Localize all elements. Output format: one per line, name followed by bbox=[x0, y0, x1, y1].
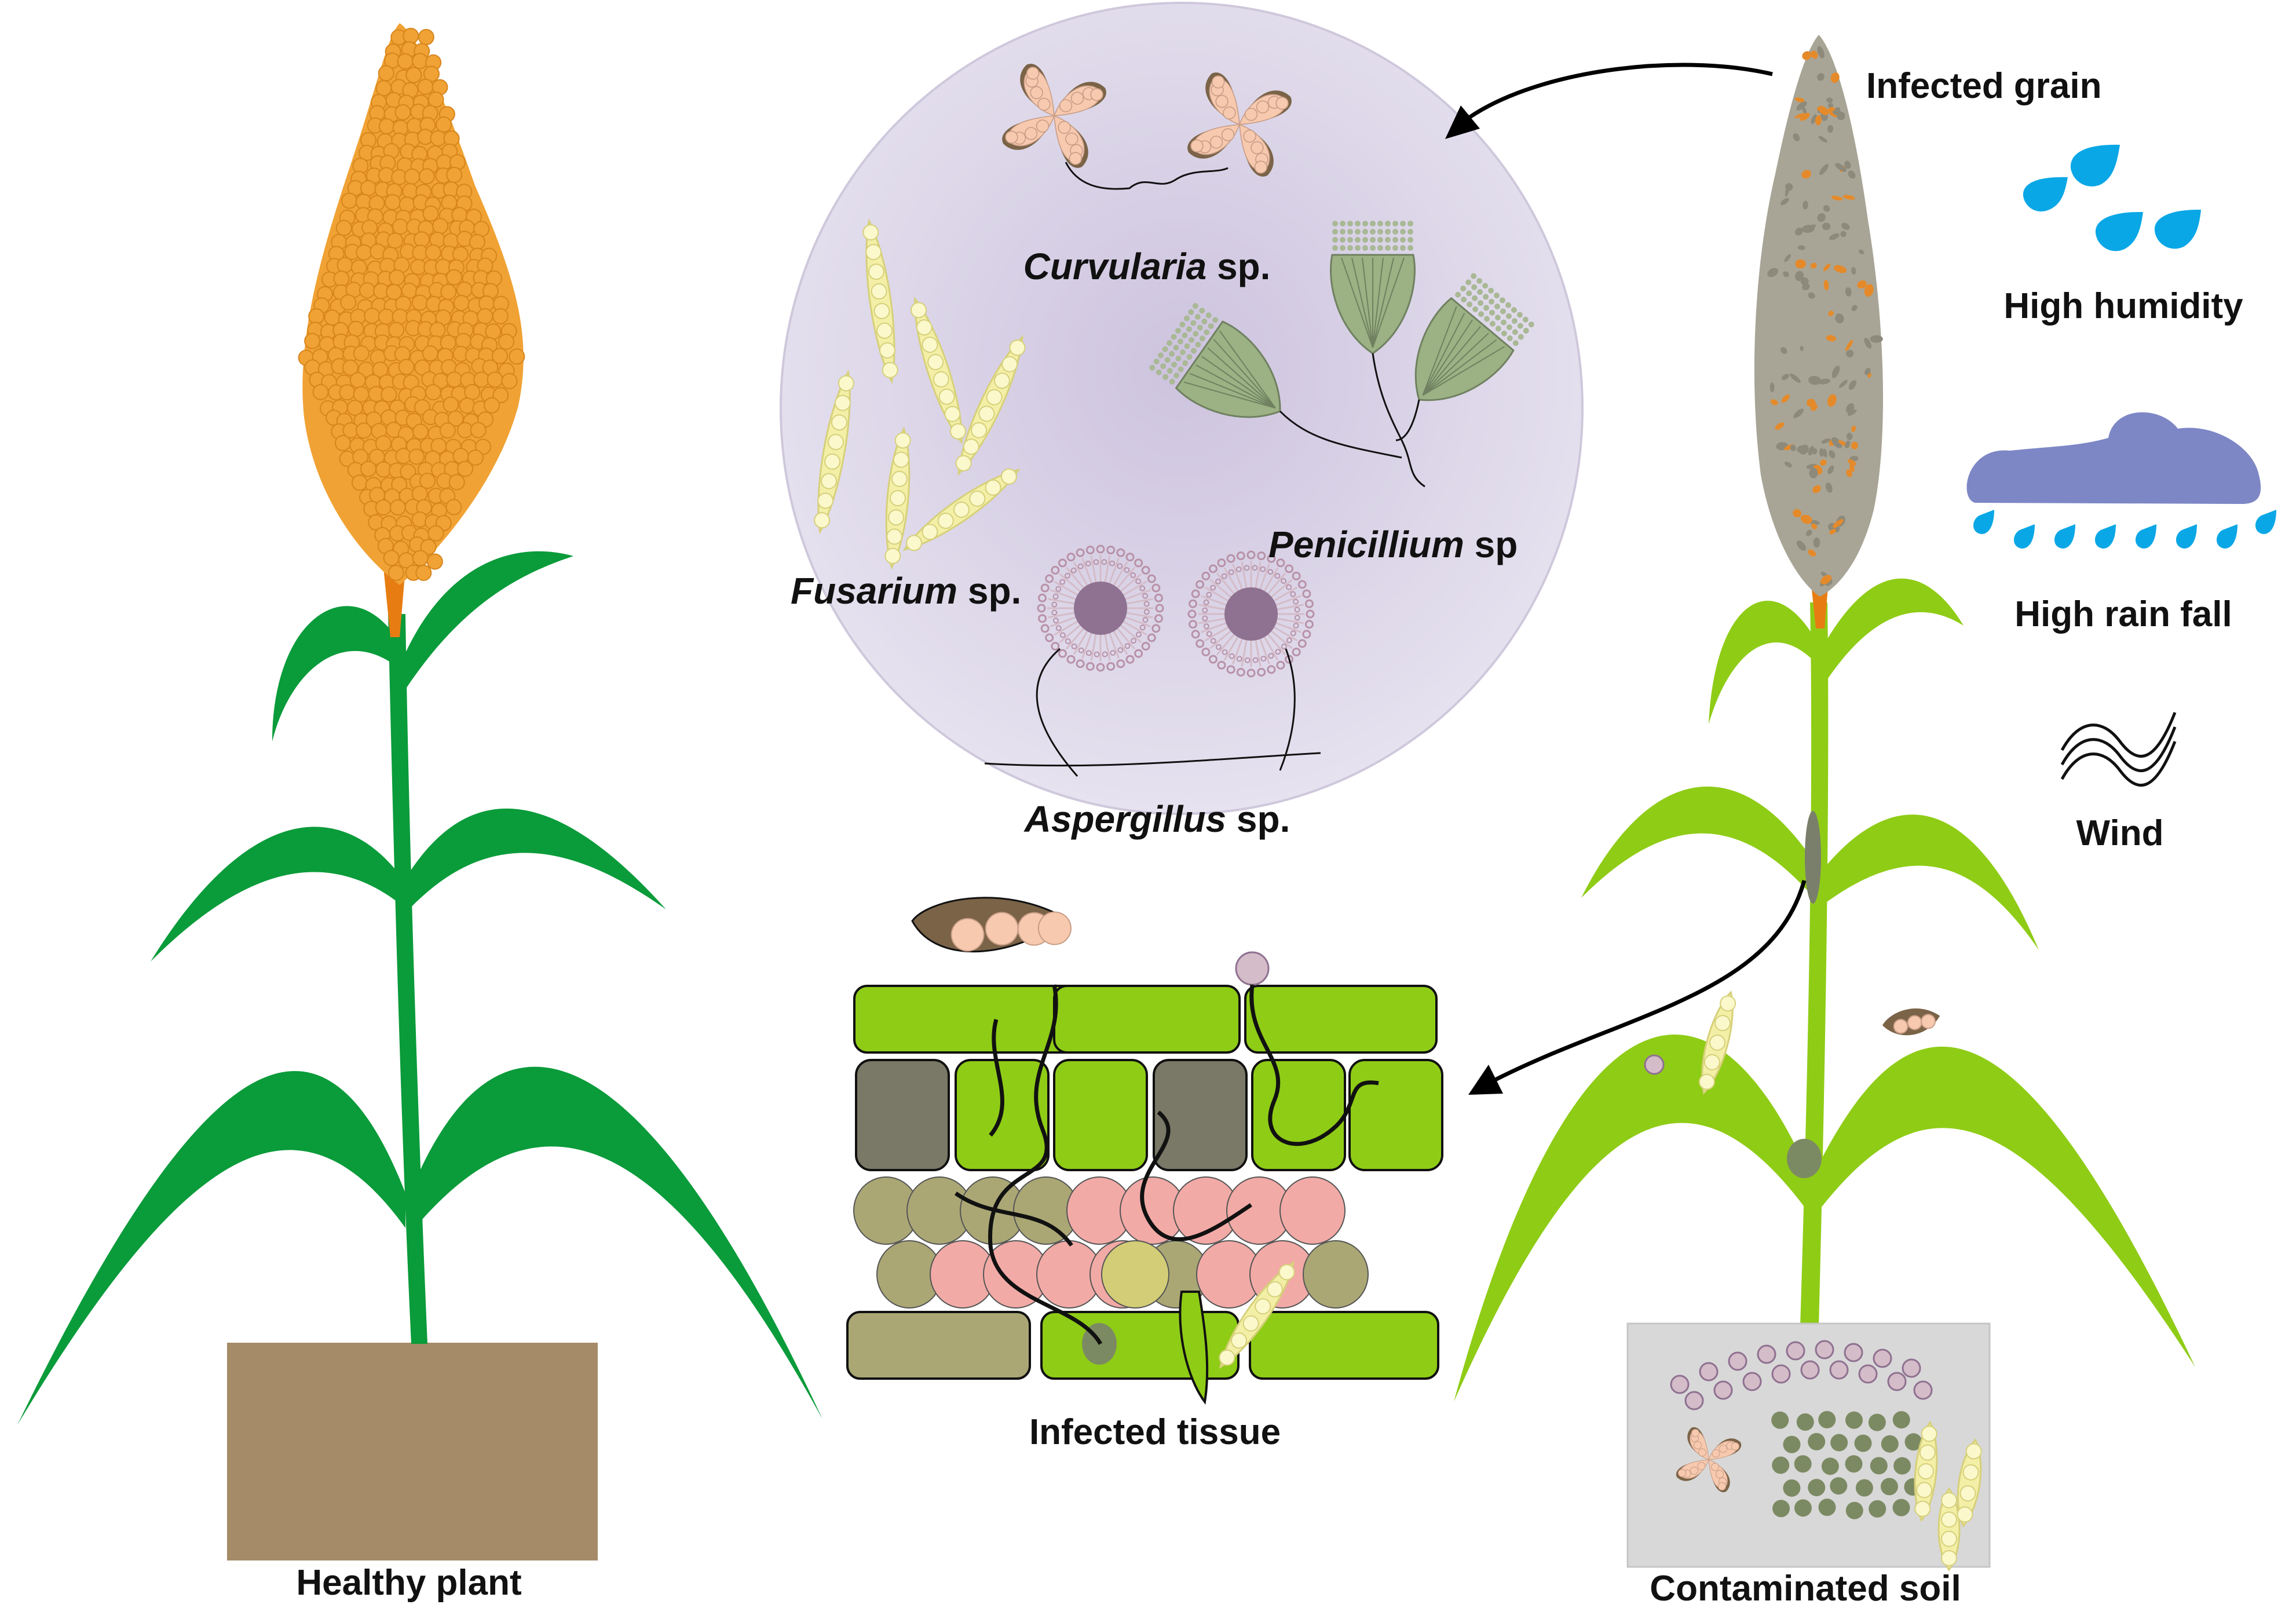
leaf-curvularia-spore bbox=[1882, 1008, 1940, 1036]
stem-lesion-lower bbox=[1787, 1139, 1822, 1178]
fusarium-label: Fusarium sp. bbox=[791, 572, 1021, 609]
healthy-plant bbox=[17, 23, 822, 1560]
leaf-spore-pink bbox=[1644, 1054, 1665, 1075]
arrow-to-fungi-head bbox=[1445, 105, 1480, 139]
leaf-fusarium-spore bbox=[1698, 990, 1736, 1095]
healthy-leaves bbox=[17, 551, 822, 1425]
soil-spores bbox=[1670, 1340, 1982, 1572]
wind-icon bbox=[2060, 712, 2177, 787]
arrow-to-tissue bbox=[1487, 880, 1807, 1086]
healthy-stem bbox=[388, 614, 427, 1344]
healthy-soil-pot bbox=[227, 1343, 598, 1560]
arrow-to-fungi bbox=[1458, 63, 1773, 126]
arrows bbox=[1445, 63, 1807, 1095]
aspergillus-label: Aspergillus sp. bbox=[1025, 801, 1290, 838]
fusarium-drawing bbox=[814, 218, 1026, 570]
arrow-to-tissue-head bbox=[1468, 1065, 1503, 1095]
healthy-panicle-stalk bbox=[383, 568, 405, 637]
curvularia-suffix: sp. bbox=[1207, 246, 1271, 287]
infected-plant bbox=[1454, 35, 2195, 1402]
wind-label: Wind bbox=[2076, 813, 2164, 853]
rain-cloud-icon bbox=[1966, 412, 2276, 549]
aspergillus-suffix: sp. bbox=[1226, 798, 1290, 840]
infected-tissue-label: Infected tissue bbox=[1029, 1412, 1281, 1452]
aspergillus-drawing bbox=[984, 544, 1321, 777]
infected-leaves bbox=[1454, 578, 2195, 1402]
fusarium-suffix: sp. bbox=[957, 570, 1022, 612]
penicillium-drawing bbox=[1149, 221, 1534, 488]
high-rain-fall-label: High rain fall bbox=[2015, 594, 2232, 634]
penicillium-suffix: sp bbox=[1464, 524, 1518, 565]
infected-stem bbox=[1800, 602, 1829, 1326]
healthy-plant-label: Healthy plant bbox=[296, 1563, 522, 1603]
infected-grain-speckles bbox=[1767, 46, 1883, 587]
stem-lesion-upper bbox=[1805, 811, 1821, 904]
curvularia-genus: Curvularia bbox=[1023, 246, 1207, 287]
fungi-circle bbox=[780, 2, 1584, 815]
curvularia-label: Curvularia sp. bbox=[1023, 248, 1271, 285]
contaminated-soil-label: Contaminated soil bbox=[1650, 1569, 1961, 1609]
fusarium-genus: Fusarium bbox=[791, 570, 958, 612]
curvularia-drawing bbox=[1002, 64, 1292, 190]
infected-tissue-drawing bbox=[846, 897, 1443, 1405]
humidity-icon bbox=[2023, 144, 2201, 251]
penicillium-label: Penicillium sp bbox=[1268, 526, 1518, 563]
healthy-grains bbox=[298, 27, 525, 582]
aspergillus-genus: Aspergillus bbox=[1024, 798, 1227, 840]
penicillium-genus: Penicillium bbox=[1268, 524, 1464, 565]
high-humidity-label: High humidity bbox=[2003, 286, 2243, 326]
infected-grain-label: Infected grain bbox=[1866, 66, 2102, 106]
